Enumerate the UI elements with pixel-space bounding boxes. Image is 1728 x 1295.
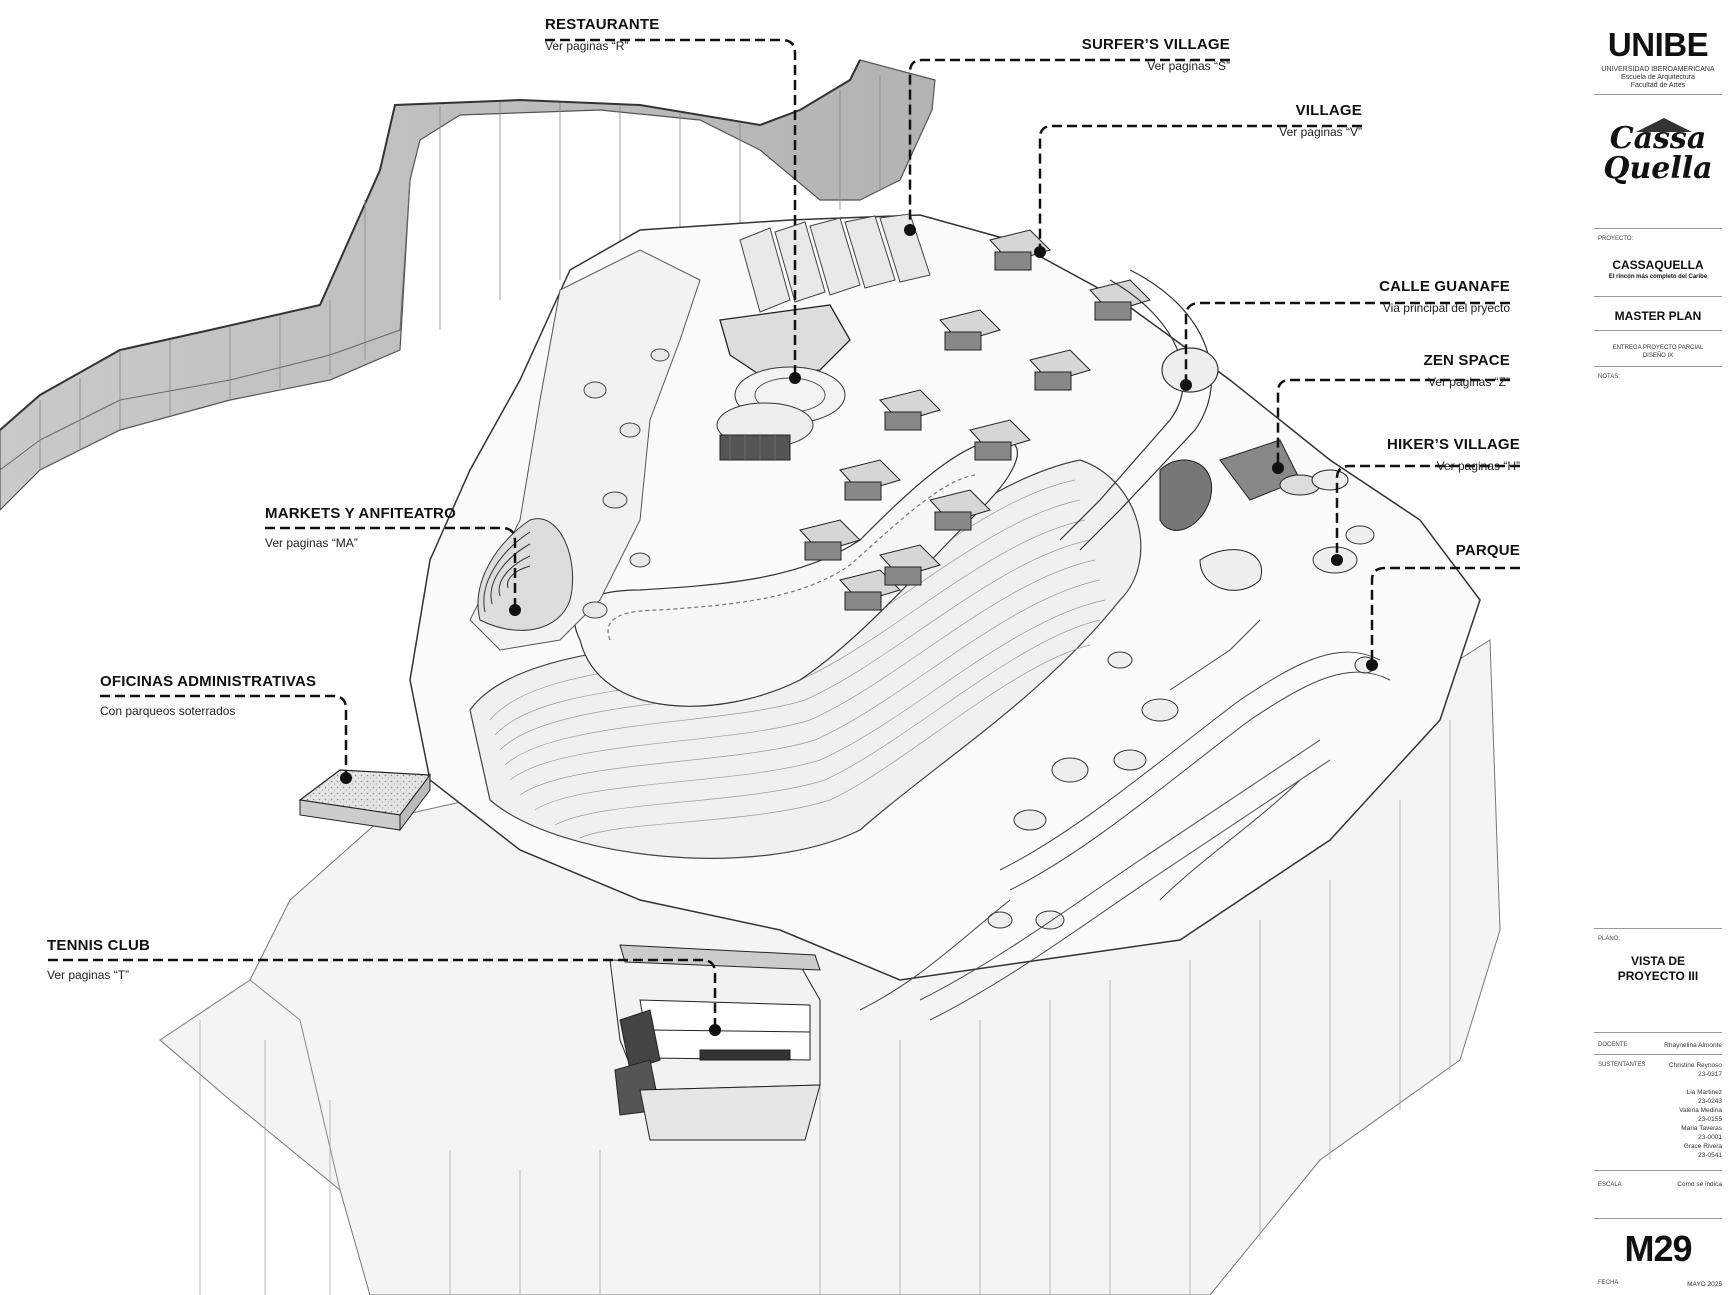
leader-lines	[48, 38, 1520, 1030]
student-name: Maria Taveras	[1681, 1125, 1722, 1132]
label-markets-anfiteatro: MARKETS Y ANFITEATRO Ver paginas “MA”	[265, 505, 456, 550]
label-title: SURFER’S VILLAGE	[1081, 36, 1230, 53]
sheet-number: M29	[1624, 1228, 1692, 1269]
label-sub: Con parqueos soterrados	[100, 704, 236, 718]
student-id: 23-0541	[1698, 1152, 1722, 1159]
label-sub: Ver paginas “V”	[1279, 125, 1362, 139]
amphitheatre	[477, 518, 574, 631]
logo-line-2: Quella	[1603, 151, 1713, 186]
school-name: Escuela de Arquitectura	[1621, 74, 1695, 81]
cassaquella-logo: Cassa Quella	[1594, 118, 1722, 186]
student-id: 23-0001	[1698, 1134, 1722, 1141]
hikers-village	[1159, 439, 1349, 591]
label-parque: PARQUE	[1456, 542, 1520, 559]
label-tennis-club: TENNIS CLUB Ver paginas “T”	[47, 937, 150, 982]
delivery-info: ENTREGA PROYECTO PARCIAL DISEÑO IX	[1594, 344, 1722, 360]
roof-icon	[1636, 118, 1692, 132]
spacer	[1669, 1079, 1722, 1088]
label-title: VILLAGE	[1295, 102, 1362, 119]
university-name: UNIVERSIDAD IBEROAMERICANA	[1601, 66, 1715, 73]
sheet-type: MASTER PLAN	[1614, 309, 1702, 323]
label-sub: Ver paginas “Z”	[1427, 375, 1510, 389]
master-plan-axonometric	[0, 38, 1520, 1295]
proyecto-label: PROYECTO:	[1598, 236, 1634, 242]
delivery-line-2: DISEÑO IX	[1642, 353, 1674, 359]
label-title: ZEN SPACE	[1423, 352, 1510, 369]
escala-label: ESCALA	[1598, 1182, 1622, 1188]
label-title: RESTAURANTE	[545, 16, 660, 33]
university-logo: UNIBE	[1607, 26, 1709, 63]
label-title: HIKER’S VILLAGE	[1386, 436, 1520, 453]
label-title: CALLE GUANAFE	[1379, 278, 1510, 295]
hillside-trails	[859, 619, 1391, 1021]
project-name: CASSAQUELLA	[1612, 258, 1704, 272]
delivery-line-1: ENTREGA PROYECTO PARCIAL	[1612, 345, 1704, 351]
label-sub: Ver paginas “MA”	[265, 536, 358, 550]
sustentantes-list: Christine Reynoso 23-0317 Lia Martinez 2…	[1669, 1061, 1722, 1160]
village-houses	[799, 229, 1151, 611]
student-name: Lia Martinez	[1686, 1089, 1722, 1096]
student-id: 23-0155	[1698, 1116, 1722, 1123]
label-restaurante: RESTAURANTE Ver paginas “R”	[545, 16, 659, 53]
calle-guanafe-road	[1059, 269, 1219, 551]
leader-surfers	[908, 58, 1230, 230]
label-sub: Ver paginas “R”	[545, 39, 629, 53]
leader-village	[1038, 124, 1362, 252]
student-name: Christine Reynoso	[1668, 1062, 1722, 1069]
leader-oficinas	[100, 694, 348, 778]
docente-label: DOCENTE	[1598, 1042, 1628, 1048]
label-title: PARQUE	[1455, 542, 1520, 559]
label-sub: Ver paginas “T”	[47, 968, 130, 982]
faculty-name: Facultad de Artes	[1630, 82, 1686, 89]
administrative-offices	[298, 769, 432, 832]
label-title: OFICINAS ADMINISTRATIVAS	[100, 673, 317, 690]
title-block: UNIBE UNIVERSIDAD IBEROAMERICANA Escuela…	[1594, 0, 1728, 1295]
student-id: 23-0317	[1698, 1071, 1722, 1078]
label-sub: Via principal del pryecto	[1382, 301, 1510, 315]
leader-hiker	[1335, 464, 1520, 560]
label-sub: Ver paginas “H”	[1436, 459, 1520, 473]
plano-title-line-1: VISTA DE	[1630, 954, 1685, 968]
label-sub: Ver paginas “S”	[1147, 59, 1230, 73]
escala-value: Como se indica	[1677, 1181, 1722, 1188]
fecha-value: MAYO 2025	[1687, 1281, 1722, 1288]
label-village: VILLAGE Ver paginas “V”	[1279, 102, 1362, 139]
university-info: UNIVERSIDAD IBEROAMERICANA Escuela de Ar…	[1594, 66, 1722, 90]
label-hikers-village: HIKER’S VILLAGE Ver paginas “H”	[1387, 436, 1520, 473]
restaurant-building	[716, 304, 851, 461]
plano-label: PLANO:	[1598, 936, 1621, 942]
leader-calle	[1184, 301, 1510, 385]
label-title: TENNIS CLUB	[47, 937, 151, 954]
student-name: Valeria Medina	[1679, 1107, 1722, 1114]
student-id: 23-0243	[1698, 1098, 1722, 1105]
surfers-village-blocks	[739, 213, 931, 313]
sustentantes-label: SUSTENTANTES	[1598, 1062, 1646, 1068]
leader-tennis	[48, 958, 717, 1030]
plano-title-line-2: PROYECTO III	[1617, 969, 1699, 983]
plano-title: VISTA DE PROYECTO III	[1594, 954, 1722, 984]
label-oficinas-administrativas: OFICINAS ADMINISTRATIVAS Con parqueos so…	[100, 673, 316, 718]
label-calle-guanafe: CALLE GUANAFE Via principal del pryecto	[1379, 278, 1510, 315]
label-title: MARKETS Y ANFITEATRO	[265, 505, 456, 522]
label-surfers-village: SURFER’S VILLAGE Ver paginas “S”	[1082, 36, 1230, 73]
leader-markets	[265, 526, 517, 610]
leader-zen	[1276, 378, 1510, 468]
leader-restaurante	[545, 38, 797, 378]
leader-parque	[1370, 566, 1520, 665]
student-name: Grace Rivera	[1683, 1143, 1722, 1150]
retaining-wall	[0, 59, 936, 511]
label-zen-space: ZEN SPACE Ver paginas “Z”	[1423, 352, 1510, 389]
project-tagline: El rincón más completo del Caribe	[1608, 274, 1708, 280]
docente-name: Rhaynelina Almonte	[1664, 1042, 1722, 1049]
fecha-label: FECHA	[1598, 1280, 1619, 1286]
notas-label: NOTAS:	[1598, 374, 1620, 380]
leader-dots	[340, 224, 1378, 1036]
